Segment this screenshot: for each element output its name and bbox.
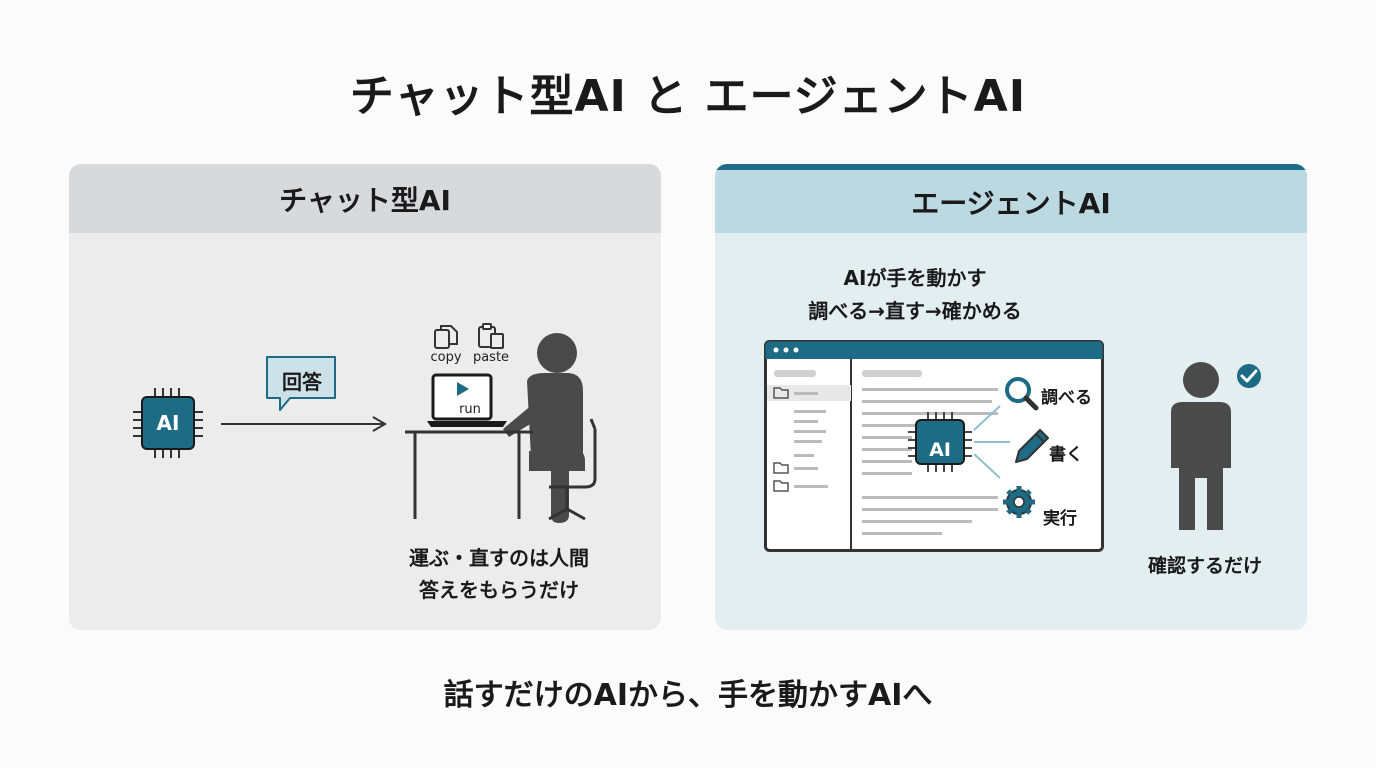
play-icon xyxy=(457,382,469,396)
folder-icon xyxy=(773,462,789,474)
clipboard-paste-icon xyxy=(478,323,504,349)
pencil-icon xyxy=(1015,429,1049,463)
person-at-desk-illustration xyxy=(405,333,597,523)
person-caption: 確認するだけ xyxy=(1147,555,1262,577)
agent-subtitle-line2: 調べる→直す→確かめる xyxy=(808,299,1022,323)
checkmark-icon xyxy=(1237,364,1261,388)
page-title: チャット型AI と エージェントAI xyxy=(349,71,1027,122)
person-head xyxy=(537,333,577,373)
gear-icon xyxy=(1003,486,1035,518)
action-execute: 実行 xyxy=(1043,509,1077,529)
agent-ai-header: エージェントAI xyxy=(715,164,1307,233)
person-icon xyxy=(1171,362,1261,530)
agent-ai-panel: エージェントAI AIが手を動かす 調べる→直す→確かめる xyxy=(715,164,1307,630)
chat-ai-panel: チャット型AI AI 回答 copy paste xyxy=(69,164,661,630)
action-write: 書く xyxy=(1049,445,1083,465)
document-copy-icon xyxy=(434,325,458,349)
action-research: 調べる xyxy=(1041,388,1092,408)
chip-icon xyxy=(133,388,203,458)
chat-caption-line1: 運ぶ・直すのは人間 xyxy=(409,546,589,570)
bubble-text: 回答 xyxy=(282,370,322,394)
speech-bubble xyxy=(266,356,336,411)
magnifier-icon xyxy=(1005,377,1039,411)
chip-icon xyxy=(908,412,972,472)
chat-ai-header: チャット型AI xyxy=(69,164,661,233)
footer-caption: 話すだけのAIから、手を動かすAIへ xyxy=(443,678,933,713)
chat-caption-line2: 答えをもらうだけ xyxy=(419,578,579,602)
run-label: run xyxy=(459,402,481,417)
folder-icon xyxy=(773,480,789,492)
agent-subtitle-line1: AIが手を動かす xyxy=(843,266,987,290)
paste-label: paste xyxy=(472,350,510,365)
copy-label: copy xyxy=(430,350,462,365)
folder-icon xyxy=(773,387,789,399)
chip-label: AI xyxy=(156,411,180,435)
app-window xyxy=(764,340,1104,552)
arrow-icon xyxy=(221,416,387,432)
agent-chip-label: AI xyxy=(929,439,951,461)
laptop-icon xyxy=(427,373,507,427)
